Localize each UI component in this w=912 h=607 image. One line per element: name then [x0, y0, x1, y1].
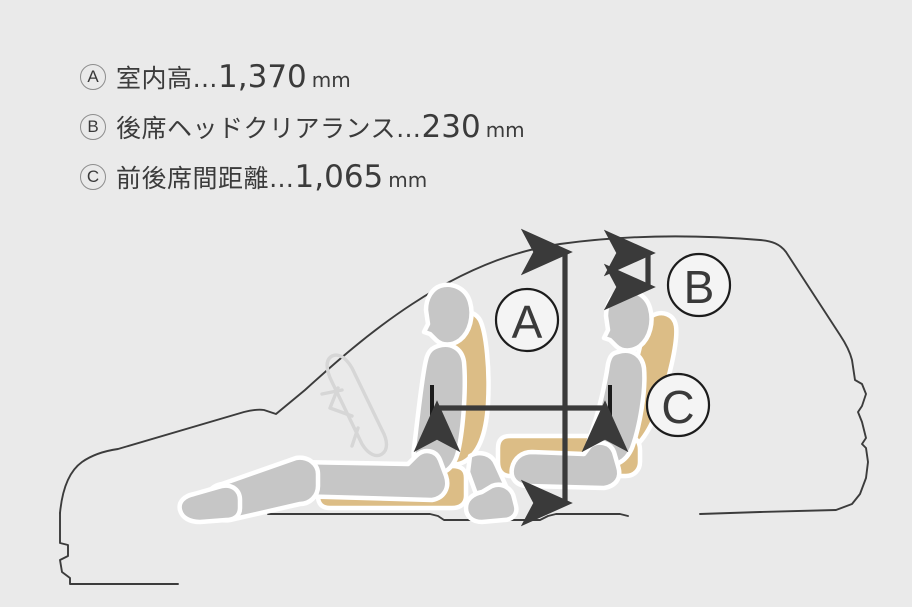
legend-unit-b: mm	[485, 118, 525, 142]
seat-distance-arrow	[413, 385, 629, 453]
callout-c: C	[645, 372, 711, 438]
legend-value-c: 1,065	[294, 159, 384, 195]
callout-b: B	[666, 252, 732, 318]
steering-wheel	[320, 353, 389, 458]
vehicle-cutaway-diagram: A B C	[0, 200, 912, 607]
legend-unit-a: mm	[311, 68, 351, 92]
floor-line	[267, 513, 629, 521]
legend-marker-c: C	[80, 164, 106, 190]
callout-a: A	[494, 287, 560, 353]
legend-marker-b: B	[80, 114, 106, 140]
callout-c-letter: C	[661, 381, 694, 433]
legend-value-a: 1,370	[218, 59, 307, 95]
legend-label-a: 室内高…	[116, 64, 219, 93]
callout-a-letter: A	[512, 296, 543, 348]
legend-value-b: 230	[421, 109, 481, 145]
legend-label-b: 後席ヘッドクリアランス…	[116, 114, 422, 143]
legend-marker-a: A	[80, 64, 106, 90]
legend-unit-c: mm	[388, 168, 428, 192]
legend-label-c: 前後席間距離…	[116, 164, 295, 193]
callout-b-letter: B	[684, 261, 715, 313]
